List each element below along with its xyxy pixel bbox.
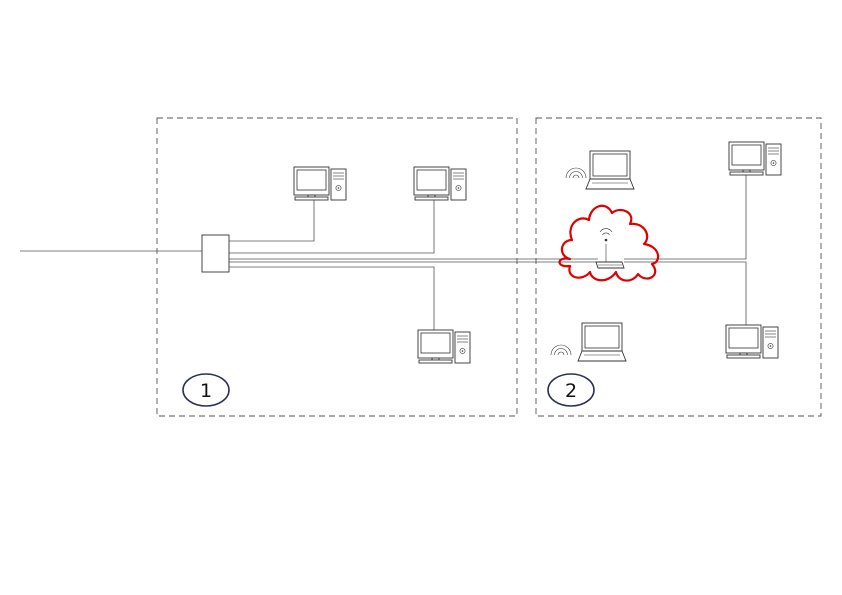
wifi-signal-icon [550, 344, 572, 356]
wifi-signal-icon [565, 167, 587, 179]
desktop-computer-icon[interactable] [417, 329, 471, 364]
laptop-icon[interactable] [585, 150, 635, 190]
zone-2-label: 2 [547, 373, 595, 407]
network-switch-icon[interactable] [201, 234, 230, 273]
laptop-icon[interactable] [577, 322, 627, 362]
zone-1-label-ring [182, 373, 230, 407]
zone-1-boundary [156, 117, 518, 417]
desktop-computer-icon[interactable] [293, 166, 347, 201]
zone-2-label-text: 2 [565, 380, 577, 402]
cable-to-desktop-1 [229, 200, 315, 242]
wireless-router-icon[interactable] [595, 228, 625, 269]
zone-1-label: 1 [182, 373, 230, 407]
zone-2-label-ring [547, 373, 595, 407]
cable-to-desktop-3 [229, 266, 435, 332]
cable-to-desktop-2 [229, 200, 435, 254]
desktop-computer-icon[interactable] [728, 141, 782, 176]
wireless-cloud-icon [558, 204, 660, 282]
cable-to-desktop-5 [624, 261, 747, 325]
cable-to-desktop-4 [624, 175, 747, 260]
zone-1-label-text: 1 [200, 380, 212, 402]
zone-1-wiring [20, 200, 598, 332]
zone-2-wiring [624, 175, 747, 325]
zone-2-boundary [535, 117, 822, 417]
desktop-computer-icon[interactable] [413, 166, 467, 201]
desktop-computer-icon[interactable] [725, 324, 779, 359]
